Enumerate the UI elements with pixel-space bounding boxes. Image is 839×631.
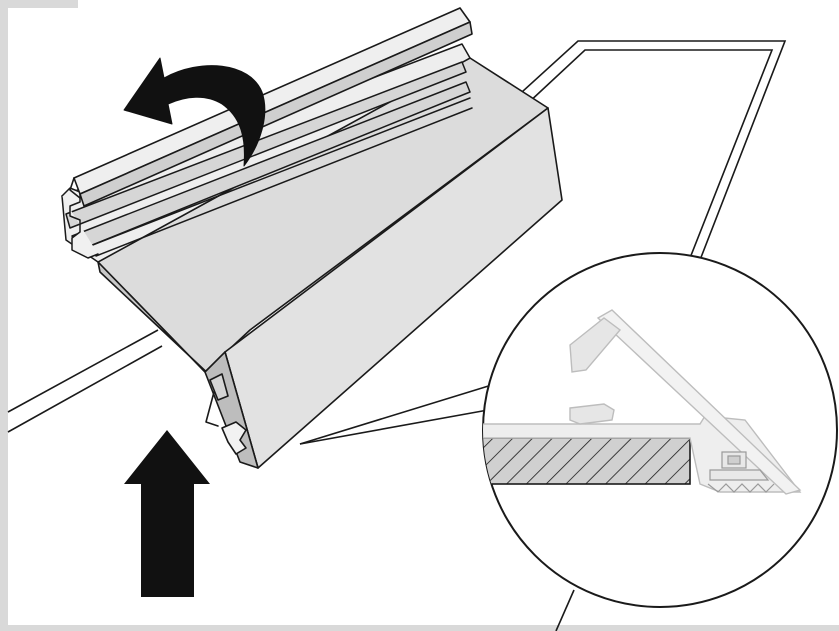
- profile-rails: [61, 43, 473, 263]
- light-profile: [97, 57, 563, 469]
- end-cap-detail: [221, 421, 247, 455]
- bottom-border: [0, 625, 839, 631]
- ceiling-board-section: [483, 437, 691, 485]
- clip-part-lifted: [569, 317, 622, 373]
- up-arrow-icon: [124, 430, 210, 597]
- ceiling-edge-back: [499, 40, 787, 261]
- diffuser-section: [596, 309, 802, 495]
- ceiling-edge-inner: [7, 345, 163, 433]
- detail-callout: [299, 383, 496, 445]
- clip-part-seated: [569, 403, 615, 425]
- ceiling-edge-back-inner: [511, 49, 774, 259]
- led-module: [707, 451, 775, 493]
- curved-arrow-icon: [123, 57, 266, 167]
- ceiling-outline: [7, 40, 787, 631]
- top-left-tab: [0, 0, 78, 8]
- cover-strip: [69, 7, 473, 207]
- detail-magnifier: [482, 252, 838, 608]
- left-border: [0, 0, 8, 631]
- wall-edge-bottom: [555, 589, 575, 631]
- ceiling-edge-outer: [7, 329, 159, 413]
